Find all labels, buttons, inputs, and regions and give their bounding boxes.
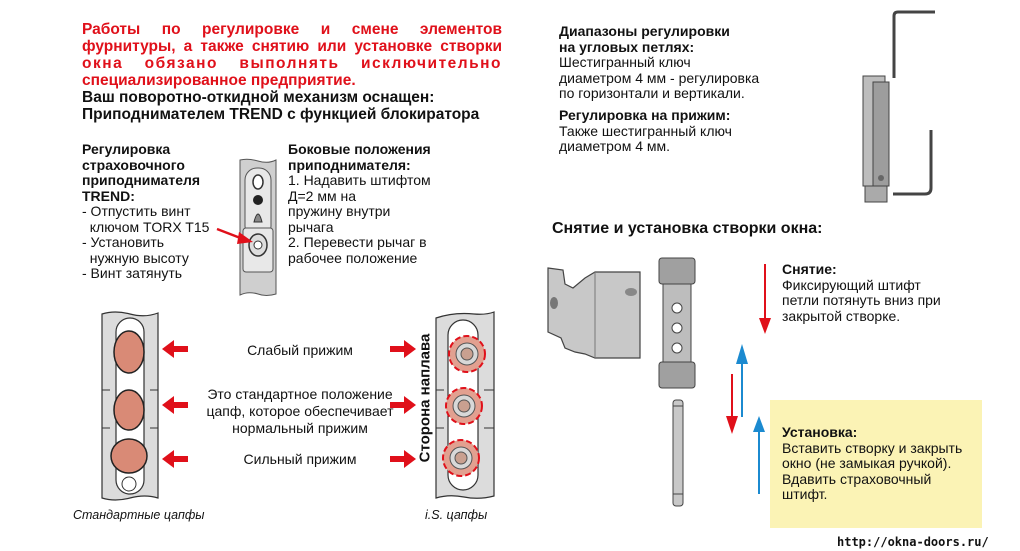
clamp-text: Также шестигранный ключ bbox=[559, 122, 732, 139]
corner-hinges-block: Диапазоны регулировки на угловых петлях:… bbox=[559, 23, 799, 102]
install-heading: Установка: bbox=[782, 424, 858, 440]
arrow-down-icon bbox=[759, 264, 771, 334]
side-positions-block: Боковые положения приподнимателя: 1. Над… bbox=[288, 141, 478, 266]
removal-text: Фиксирующий штифт bbox=[782, 276, 921, 293]
corner-text: по горизонтали и вертикали. bbox=[559, 85, 745, 101]
trend-heading: Регулировка bbox=[82, 141, 171, 157]
overlap-side-label: Сторона наплава bbox=[416, 333, 434, 463]
arrow-left-icon bbox=[162, 340, 188, 358]
install-block: Установка: Вставить створку и закрыть ок… bbox=[782, 424, 982, 503]
strong-clamp-label: Сильный прижим bbox=[243, 451, 357, 467]
clamp-text: диаметром 4 мм. bbox=[559, 138, 671, 154]
install-text: Вставить створку и закрыть bbox=[782, 439, 963, 456]
weak-clamp-label: Слабый прижим bbox=[247, 342, 353, 358]
equipment-heading: Ваш поворотно-откидной механизм оснащен:… bbox=[82, 89, 479, 123]
footer-url[interactable]: http://okna-doors.ru/ bbox=[837, 535, 989, 549]
arrow-left-icon bbox=[162, 396, 188, 414]
side-step: пружину внутри bbox=[288, 203, 391, 219]
trend-step: - Отпустить винт bbox=[82, 203, 191, 219]
standard-cams-caption: Стандартные цапфы bbox=[73, 508, 205, 522]
trend-step: нужную высоту bbox=[82, 249, 189, 266]
removal-text: закрытой створке. bbox=[782, 307, 901, 324]
standard-clamp-label: Это стандартное положение цапф, которое … bbox=[195, 386, 405, 437]
side-step: рабочее положение bbox=[288, 249, 418, 266]
side-step: Д=2 мм на bbox=[288, 187, 356, 204]
removal-section-title: Снятие и установка створки окна: bbox=[552, 220, 823, 237]
arrow-right-icon bbox=[390, 450, 416, 468]
corner-text: диаметром 4 мм - регулировка bbox=[559, 69, 760, 86]
side-step: рычага bbox=[288, 218, 334, 235]
removal-block: Снятие: Фиксирующий штифт петли потянуть… bbox=[782, 261, 982, 324]
arrow-down-icon bbox=[726, 374, 738, 434]
hinge-leaf bbox=[547, 267, 641, 359]
arrow-left-icon bbox=[162, 450, 188, 468]
hinge-parts-illustration bbox=[547, 257, 696, 507]
equipment-line: Ваш поворотно-откидной механизм оснащен: bbox=[82, 89, 435, 106]
trend-heading: страховочного bbox=[82, 156, 185, 173]
side-heading: приподнимателя: bbox=[288, 156, 411, 173]
trend-heading: приподнимателя bbox=[82, 172, 201, 188]
is-cams-caption: i.S. цапфы bbox=[425, 508, 488, 522]
warning-line: Работы по регулировке и смене элементов bbox=[82, 21, 502, 38]
removal-text: петли потянуть вниз при bbox=[782, 292, 941, 308]
clamp-heading: Регулировка на прижим: bbox=[559, 107, 731, 123]
hex-key-icon bbox=[893, 130, 933, 196]
side-step: 1. Надавить штифтом bbox=[288, 172, 431, 188]
is-cams-illustration bbox=[435, 311, 495, 499]
torx-arrow-icon bbox=[216, 227, 253, 244]
left-arrows bbox=[162, 340, 188, 468]
hinge-frame-part bbox=[658, 257, 696, 389]
trend-step: ключом TORX T15 bbox=[82, 218, 210, 235]
corner-heading: на угловых петлях: bbox=[559, 38, 695, 55]
warning-line: фурнитуры, а также снятию или установке … bbox=[82, 38, 502, 55]
standard-line: нормальный прижим bbox=[232, 420, 368, 436]
arrow-up-icon bbox=[736, 344, 748, 417]
arrow-right-icon bbox=[390, 340, 416, 358]
is-cam bbox=[448, 335, 486, 373]
removal-heading: Снятие: bbox=[782, 261, 837, 277]
corner-hinge-illustration bbox=[862, 10, 935, 203]
install-box bbox=[770, 400, 982, 528]
standard-line: цапф, которое обеспечивает bbox=[206, 403, 394, 419]
lifter-illustration bbox=[239, 158, 277, 296]
corner-text: Шестигранный ключ bbox=[559, 54, 691, 70]
equipment-line: Приподнимателем TREND с функцией блокира… bbox=[82, 106, 480, 123]
hex-key-icon bbox=[892, 10, 935, 78]
install-text: окно (не замыкая ручкой). bbox=[782, 455, 952, 471]
arrow-up-icon bbox=[753, 416, 765, 494]
clamp-adjust-block: Регулировка на прижим: Также шестигранны… bbox=[559, 107, 799, 155]
corner-heading: Диапазоны регулировки bbox=[559, 23, 730, 39]
warning-line: окна обязано выполнять исключительно bbox=[82, 55, 502, 72]
trend-step: - Винт затянуть bbox=[82, 265, 183, 281]
is-cam bbox=[442, 439, 480, 477]
side-step: 2. Перевести рычаг в bbox=[288, 234, 427, 250]
standard-cams-illustration bbox=[101, 311, 159, 501]
trend-step: - Установить bbox=[82, 234, 165, 250]
direction-arrows bbox=[726, 264, 771, 434]
standard-line: Это стандартное положение bbox=[207, 386, 393, 402]
right-arrows bbox=[390, 340, 416, 468]
trend-heading: TREND: bbox=[82, 187, 135, 204]
install-text: штифт. bbox=[782, 486, 828, 502]
hinge-pin bbox=[672, 399, 684, 507]
side-heading: Боковые положения bbox=[288, 141, 431, 157]
install-text: Вдавить страховочный bbox=[782, 470, 932, 487]
warning-line: специализированное предприятие. bbox=[82, 72, 356, 89]
trend-adjust-block: Регулировка страховочного приподнимателя… bbox=[82, 141, 232, 282]
warning-text: Работы по регулировке и смене элементов … bbox=[82, 21, 502, 89]
is-cam bbox=[445, 387, 483, 425]
arrow-right-icon bbox=[390, 396, 416, 414]
